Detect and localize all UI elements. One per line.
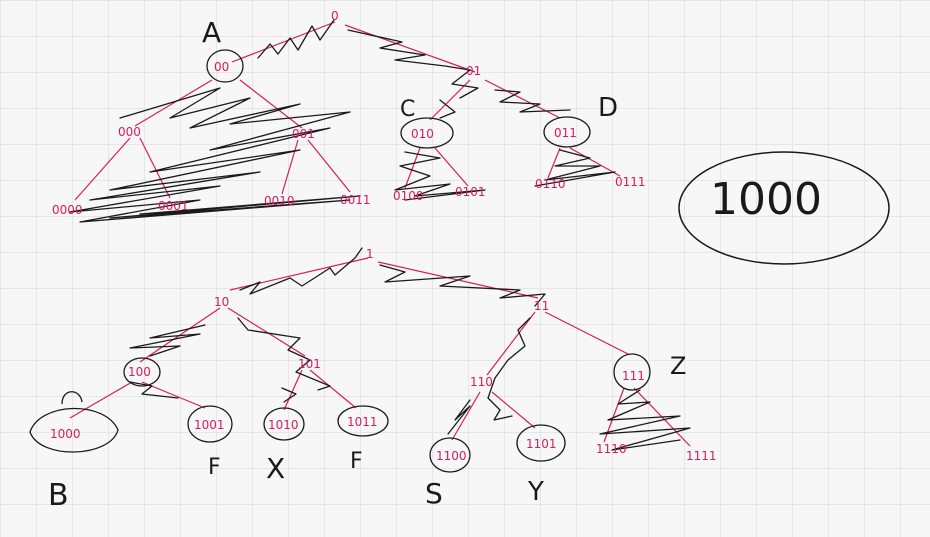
- letter-A: A: [202, 16, 221, 49]
- scribble-edge-10-100: [129, 324, 206, 357]
- node-0011: 0011: [340, 193, 371, 207]
- edge-101-1010: [283, 369, 303, 411]
- letter-Z: Z: [670, 352, 686, 380]
- bottom-tree-nodes: 1 10 11 100 101 110 111 1000 1001 1010 1…: [29, 247, 717, 513]
- edge-00-000: [134, 79, 213, 127]
- node-100: 100: [128, 365, 151, 379]
- edge-01-011: [484, 79, 561, 119]
- node-1111: 1111: [686, 449, 717, 463]
- bottom-tree-scribbles: [129, 247, 691, 451]
- node-11: 11: [534, 299, 549, 313]
- top-tree-scribbles: [69, 19, 616, 223]
- edge-10-101: [227, 307, 306, 357]
- node-1011-circle: [337, 405, 389, 437]
- edge-001-0010: [281, 139, 299, 195]
- node-001: 001: [292, 127, 315, 141]
- node-0000: 0000: [52, 203, 83, 217]
- letter-F-1: F: [208, 455, 221, 480]
- scribble-edge-01-011: [494, 89, 571, 113]
- edge-11-110: [486, 311, 536, 376]
- callout-ellipse: [678, 151, 890, 265]
- node-1101-circle: [516, 424, 566, 462]
- node-1110: 1110: [596, 442, 627, 456]
- edge-11-111: [544, 311, 629, 355]
- scribble-edge-101-1010: [281, 387, 297, 403]
- letter-C: C: [400, 97, 415, 122]
- node-1000-circle: [29, 391, 119, 453]
- node-0010: 0010: [264, 194, 295, 208]
- node-011-circle: [543, 116, 591, 148]
- scribble-edge-100-1001: [129, 381, 179, 399]
- node-100-circle: [123, 357, 161, 387]
- node-1010: 1010: [268, 418, 299, 432]
- edge-0-01: [344, 24, 476, 73]
- scribble-edge-110-1100: [447, 399, 471, 435]
- node-1100-circle: [429, 437, 471, 473]
- letter-S: S: [425, 477, 443, 510]
- letter-F-2: F: [350, 449, 363, 474]
- node-0110: 0110: [535, 177, 566, 191]
- scribble-edge-0-00: [257, 19, 335, 59]
- node-1100: 1100: [436, 449, 467, 463]
- node-110: 110: [470, 375, 493, 389]
- letter-D: D: [598, 93, 618, 123]
- scribble-edge-0-01: [347, 29, 479, 99]
- top-tree-nodes: 0 00 01 000 001 010 011 0000 0001 0010 0…: [52, 9, 646, 217]
- node-1101: 1101: [526, 437, 557, 451]
- scribble-edge-01-010: [439, 99, 456, 119]
- scribble-edge-1-11: [379, 264, 546, 307]
- edge-010-0101: [434, 147, 469, 187]
- node-0111: 0111: [615, 175, 646, 189]
- edge-01-010: [429, 79, 471, 121]
- edge-011-0110: [547, 147, 561, 179]
- node-0: 0: [331, 9, 339, 23]
- scribble-edge-10-101: [237, 317, 331, 391]
- node-01: 01: [466, 64, 481, 78]
- edge-00-001: [239, 79, 303, 129]
- edge-000-0000: [74, 137, 131, 201]
- letter-Y: Y: [527, 477, 544, 507]
- node-0001: 0001: [158, 199, 189, 213]
- node-010-circle: [400, 117, 454, 149]
- node-011: 011: [554, 126, 577, 140]
- letter-X: X: [266, 452, 285, 485]
- edge-0-00: [231, 21, 336, 63]
- edge-110-1100: [451, 391, 481, 441]
- edge-110-1101: [491, 391, 536, 429]
- node-1: 1: [366, 247, 374, 261]
- scribble-edge-1-10: [239, 247, 363, 295]
- node-10: 10: [214, 295, 229, 309]
- node-000: 000: [118, 125, 141, 139]
- scribble-edge-11-110: [487, 317, 531, 421]
- scribble-010-subtree: [394, 151, 486, 201]
- scribble-111-subtree: [599, 389, 691, 451]
- edge-101-1011: [309, 369, 357, 409]
- node-111: 111: [622, 369, 645, 383]
- node-1001-circle: [187, 405, 233, 443]
- node-1001: 1001: [194, 418, 225, 432]
- node-00-circle: [206, 49, 244, 83]
- scribble-left-subtree: [69, 87, 361, 223]
- letter-B: B: [48, 478, 69, 513]
- callout-value: 1000: [710, 174, 822, 225]
- edge-001-0011: [307, 139, 351, 193]
- node-00: 00: [214, 60, 229, 74]
- node-010: 010: [411, 127, 434, 141]
- edge-011-0111: [569, 147, 621, 177]
- node-0100: 0100: [393, 189, 424, 203]
- node-1011: 1011: [347, 415, 378, 429]
- node-111-circle: [613, 353, 651, 391]
- node-101: 101: [298, 357, 321, 371]
- node-0101: 0101: [455, 185, 486, 199]
- node-1010-circle: [263, 407, 305, 441]
- edge-100-1000: [69, 381, 133, 419]
- node-1000: 1000: [50, 427, 81, 441]
- scribble-011-subtree: [534, 149, 616, 187]
